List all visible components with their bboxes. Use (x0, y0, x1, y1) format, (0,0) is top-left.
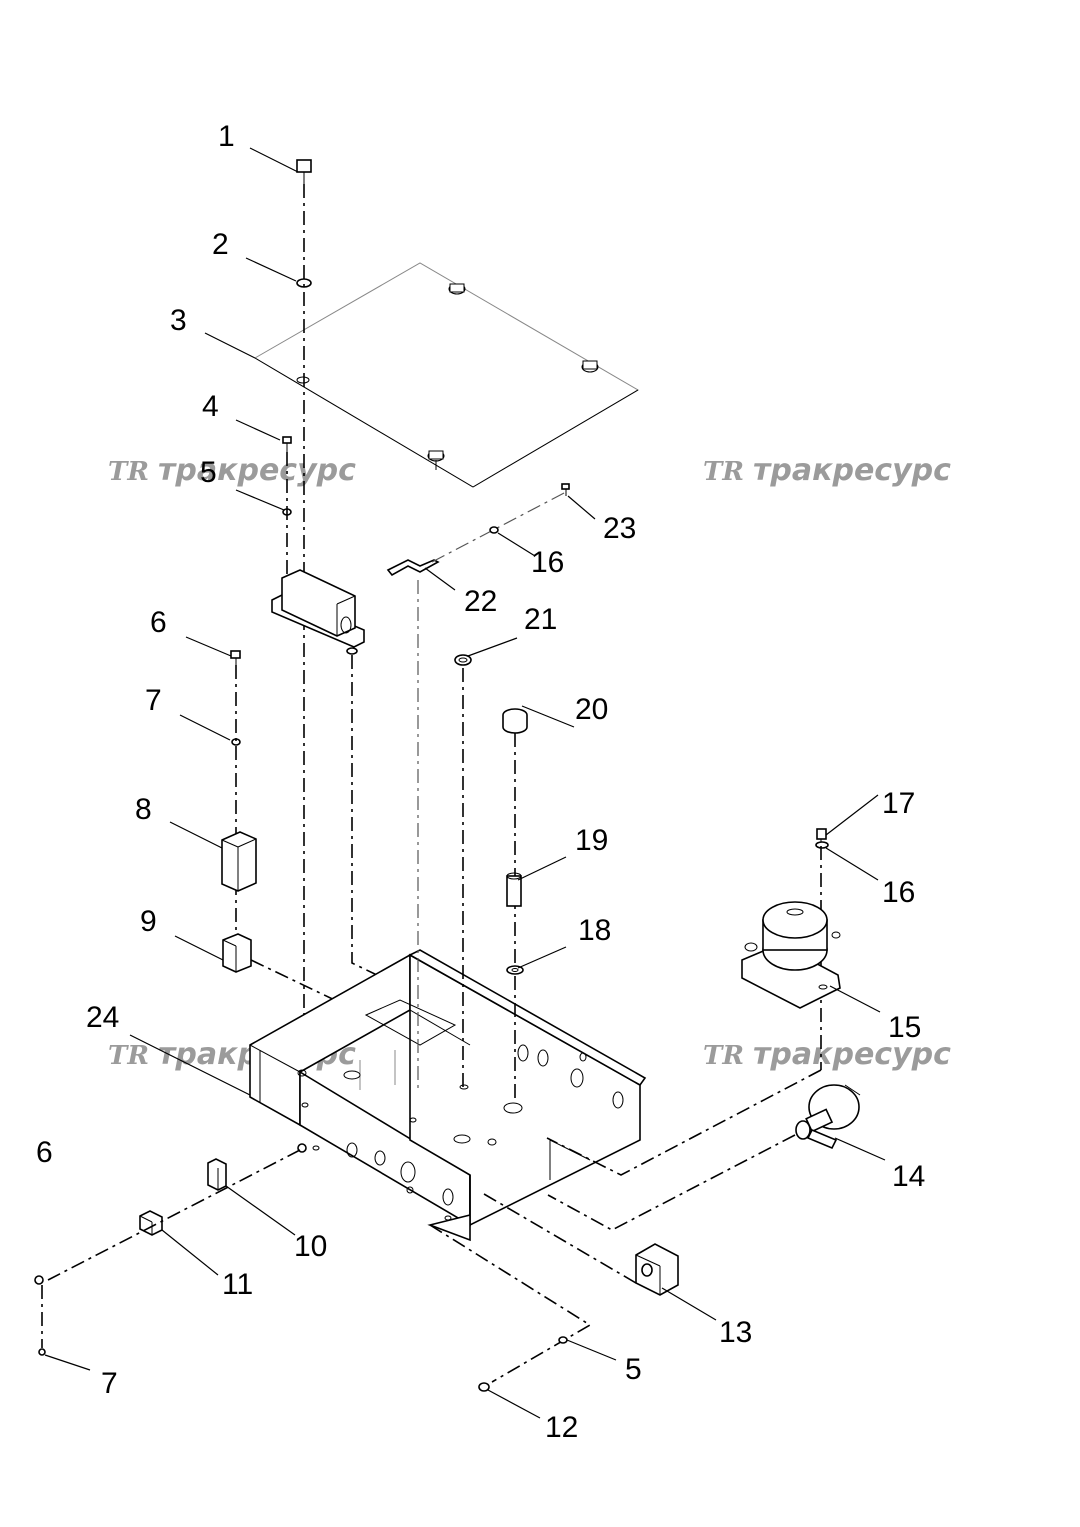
bracket-22 (386, 559, 440, 577)
screw-6-upper (230, 650, 241, 665)
cover-plate (254, 262, 639, 488)
callout-4: 4 (202, 390, 219, 423)
washer-7-lower (38, 1348, 46, 1356)
screw-4 (282, 436, 292, 452)
callout-23: 23 (603, 512, 636, 545)
callout-13: 13 (719, 1316, 752, 1349)
meter-15 (741, 901, 841, 1009)
callout-7-lower: 7 (101, 1367, 118, 1400)
callout-24: 24 (86, 1001, 119, 1034)
grommet-21 (454, 654, 472, 666)
washer-16-upper (489, 526, 499, 534)
callout-16-lower: 16 (882, 876, 915, 909)
watermark-text: тракресурс (753, 453, 951, 488)
callout-10: 10 (294, 1230, 327, 1263)
callout-21: 21 (524, 603, 557, 636)
callout-8: 8 (135, 793, 152, 826)
watermark-text: тракресурс (753, 1037, 951, 1072)
watermark-logo: TR (703, 1041, 744, 1071)
callout-15: 15 (888, 1011, 921, 1044)
callout-2: 2 (212, 228, 229, 261)
callout-6-upper: 6 (150, 606, 167, 639)
watermark-text: тракресурс (158, 453, 356, 488)
cap-20 (502, 708, 528, 734)
washer-5-lower (558, 1336, 568, 1344)
callout-3: 3 (170, 304, 187, 337)
switch-14 (795, 1084, 861, 1150)
bolt-1 (296, 159, 312, 184)
callout-22: 22 (464, 585, 497, 618)
callout-12: 12 (545, 1411, 578, 1444)
spacer-19 (506, 872, 522, 907)
callout-18: 18 (578, 914, 611, 947)
watermark-bottom-right: TR тракресурс (703, 1037, 951, 1072)
box-housing (249, 949, 647, 1242)
callout-6-lower: 6 (36, 1136, 53, 1169)
button-13 (635, 1243, 679, 1296)
block-9 (222, 933, 252, 973)
terminal-block (271, 569, 365, 655)
block-8 (221, 831, 257, 892)
callout-7-upper: 7 (145, 684, 162, 717)
callout-5-lower: 5 (625, 1353, 642, 1386)
callout-labels: 1 2 3 4 5 6 7 8 9 24 6 7 10 11 12 5 13 1… (36, 120, 925, 1444)
callout-5-top: 5 (200, 456, 217, 489)
screw-23 (561, 483, 570, 496)
washer-16-lower (815, 841, 829, 849)
callout-9: 9 (140, 905, 157, 938)
watermark-logo: TR (108, 1041, 149, 1071)
screw-6-lower (34, 1275, 44, 1285)
callout-19: 19 (575, 824, 608, 857)
callout-11: 11 (222, 1268, 253, 1301)
callout-17: 17 (882, 787, 915, 820)
watermark-logo: TR (108, 457, 149, 487)
block-10 (207, 1158, 227, 1191)
watermark-logo: TR (703, 457, 744, 487)
callout-20: 20 (575, 693, 608, 726)
watermark-top-right: TR тракресурс (703, 453, 951, 488)
block-11 (139, 1210, 163, 1236)
callout-16-upper: 16 (531, 546, 564, 579)
leader-lines (44, 147, 886, 1419)
watermark-top-left: TR тракресурс (108, 453, 356, 488)
callout-1: 1 (218, 120, 235, 153)
callout-14: 14 (892, 1160, 925, 1193)
screw-12 (478, 1382, 490, 1392)
